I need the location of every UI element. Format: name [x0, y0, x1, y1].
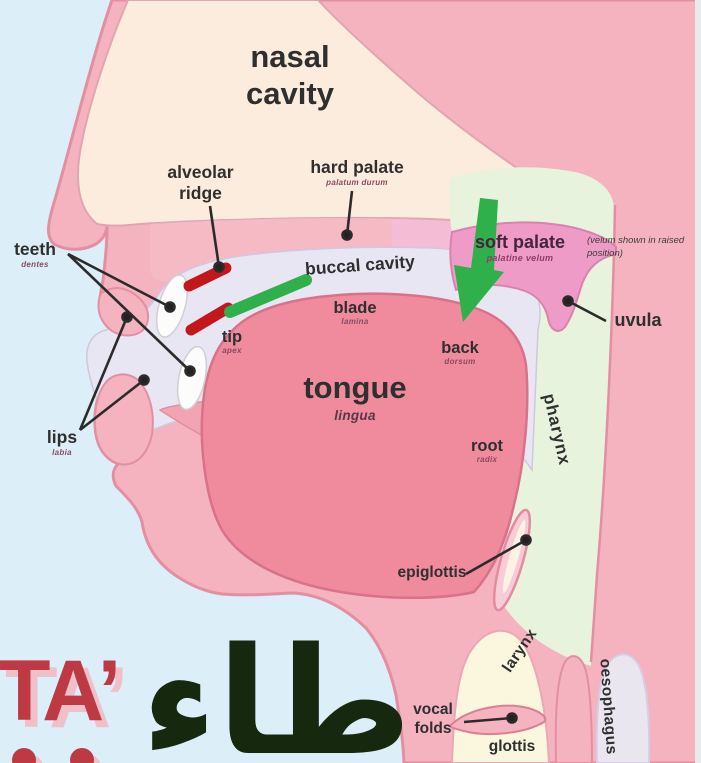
lips-dot-upper — [121, 311, 133, 323]
label-tongue-latin: lingua — [334, 407, 376, 423]
epiglottis-shape — [492, 508, 532, 612]
label-tongue: tongue lingua — [283, 370, 427, 423]
alveolar-pointer — [208, 205, 221, 268]
label-hard-palate: hard palate palatum durum — [293, 157, 421, 188]
lips-pointer-lower — [79, 378, 145, 432]
teeth-dot-upper — [164, 301, 176, 313]
vocal-folds-dot — [506, 712, 518, 724]
letter-arabic-ta: طاء — [141, 616, 412, 763]
label-tip-text: tip — [221, 328, 243, 346]
teeth-dot-lower — [184, 365, 196, 377]
label-glottis: glottis — [488, 738, 536, 755]
lips-dot-lower — [138, 374, 150, 386]
label-teeth: teeth dentes — [2, 239, 68, 270]
pharynx-back-wall-outline — [589, 204, 617, 663]
uvula-pointer — [567, 299, 607, 323]
hard-palate-dot — [341, 229, 353, 241]
right-edge-strip — [695, 0, 701, 763]
label-teeth-text: teeth — [14, 239, 56, 259]
label-soft-palate-latin: palatine velum — [486, 253, 554, 264]
label-teeth-latin: dentes — [21, 259, 49, 269]
label-blade: blade lamina — [318, 299, 392, 327]
label-soft-palate-text: soft palate — [474, 232, 566, 252]
epiglottis-dot — [520, 534, 532, 546]
lower-tooth — [176, 345, 208, 411]
pointer-lines — [67, 190, 607, 724]
teeth-shapes — [155, 274, 208, 411]
label-root: root radix — [458, 437, 516, 465]
uvula-dot — [562, 295, 574, 307]
label-hard-palate-latin: palatum durum — [326, 177, 388, 187]
label-uvula: uvula — [614, 310, 662, 330]
label-tip: tip apex — [203, 328, 261, 356]
t-underdot — [12, 748, 36, 763]
lower-lip-shape — [93, 373, 154, 466]
label-blade-latin: lamina — [341, 317, 369, 327]
label-tip-latin: apex — [222, 346, 242, 356]
label-root-latin: radix — [476, 455, 498, 465]
airflow-arrow — [454, 198, 504, 322]
label-soft-palate: soft palate palatine velum — [453, 232, 587, 263]
label-velum-note: (velum shown in raised position) — [587, 235, 685, 259]
label-back-text: back — [441, 339, 479, 357]
alveolar-dot — [213, 261, 225, 273]
label-vocal-folds: vocal folds — [413, 701, 453, 737]
label-lips-text: lips — [46, 427, 78, 447]
label-nasal-cavity: nasal cavity — [246, 39, 334, 111]
tongue-blade-marker — [224, 274, 312, 318]
tongue-tip-marker — [185, 302, 234, 336]
label-alveolar-ridge: alveolar ridge — [167, 162, 234, 203]
label-back-latin: dorsum — [444, 357, 476, 367]
label-lips-latin: labia — [52, 447, 72, 457]
vocal-folds-pointer — [463, 716, 513, 724]
upper-lip-shape — [97, 286, 150, 337]
label-hard-palate-text: hard palate — [310, 157, 404, 177]
epiglottis-pointer — [465, 538, 527, 576]
label-root-text: root — [470, 437, 504, 455]
hard-palate-pointer — [345, 190, 354, 236]
letter-latin-ta: TA’ — [0, 643, 121, 739]
label-blade-text: blade — [333, 299, 377, 317]
nasal-cavity-shape — [77, 0, 558, 227]
posterior-wall-strip — [554, 655, 594, 763]
teeth-pointer-upper — [67, 252, 171, 309]
label-lips: lips labia — [30, 427, 94, 458]
label-epiglottis: epiglottis — [397, 564, 467, 581]
a-underdot — [70, 748, 94, 763]
oesophagus-shape — [595, 653, 651, 763]
lips-pointer-upper — [78, 316, 129, 431]
label-back: back dorsum — [428, 339, 492, 367]
label-tongue-text: tongue — [303, 370, 407, 405]
